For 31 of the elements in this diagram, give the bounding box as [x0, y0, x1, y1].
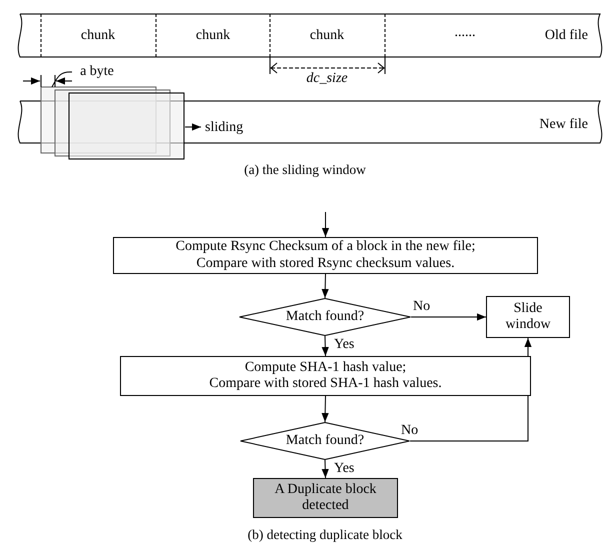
ellipsis: ......: [454, 26, 476, 40]
node-text: a byte: [80, 64, 114, 80]
node-text: Compute SHA-1 hash value;: [244, 360, 406, 376]
arrow: [322, 274, 329, 298]
node-text: Compute Rsync Checksum of a block in the new file;: [176, 239, 476, 256]
result-box: [253, 478, 398, 518]
arrow: [322, 336, 329, 356]
node-text: Match found?: [286, 432, 364, 450]
direction-label: sliding: [205, 121, 244, 135]
caption: (a) the sliding window: [244, 163, 366, 176]
node-text: Compare with stored SHA-1 hash values.: [209, 376, 442, 392]
caption: (b) detecting duplicate block: [248, 528, 402, 542]
node-text: Match found?: [286, 308, 364, 326]
file-label: New file: [539, 118, 588, 132]
file-label: Old file: [544, 29, 588, 43]
process-box: [113, 237, 538, 274]
node-text: Slide window: [504, 300, 552, 334]
chunk-label: chunk: [196, 29, 230, 43]
chunk-label: chunk: [310, 29, 344, 43]
process-box: [120, 356, 531, 396]
chunk-label: chunk: [80, 29, 116, 43]
process-box: [486, 296, 570, 338]
arrow: [322, 460, 329, 478]
dimension-label: dc_size: [306, 72, 348, 86]
node-text: Compare with stored Rsync checksum values.: [196, 256, 455, 272]
leader-line: [52, 72, 72, 88]
arrow: [322, 396, 329, 422]
node-text: A Duplicate block detected: [274, 482, 378, 514]
arrow: [410, 313, 486, 321]
decision-diamond: [239, 298, 411, 336]
arrow: [322, 212, 330, 238]
